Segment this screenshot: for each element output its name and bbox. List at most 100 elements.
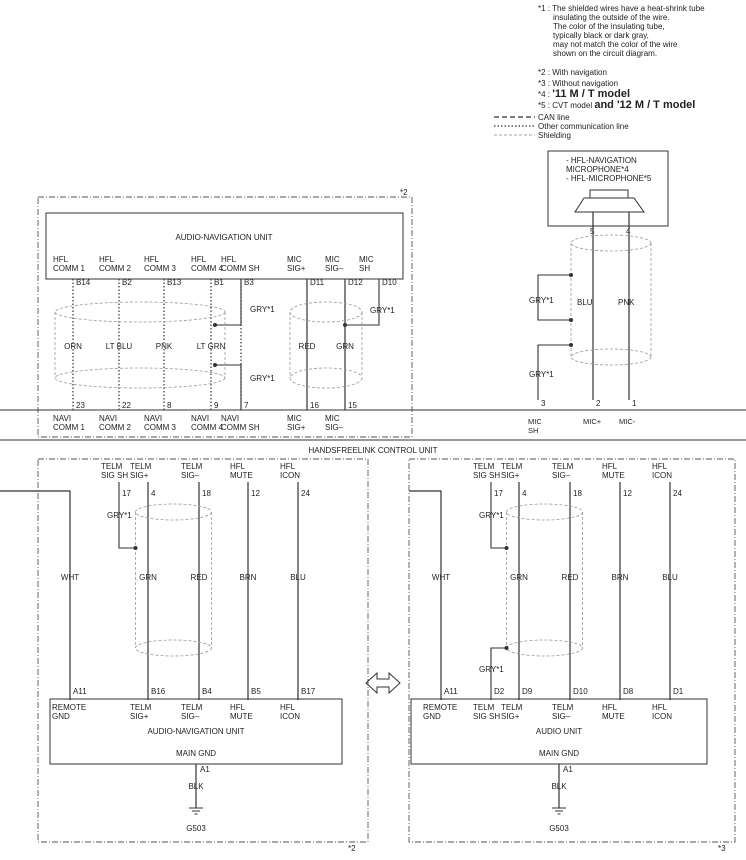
bl-unit-label-2-b: SIG– — [181, 712, 200, 721]
note-4: *4 : '11 M / T model — [538, 88, 630, 100]
top-comm-shield-top — [54, 301, 226, 323]
top-comm-shield-bottom — [54, 367, 226, 389]
top-unit-label-0-b: COMM 1 — [53, 264, 86, 273]
hfl-nav-pin-4: 7 — [244, 401, 249, 410]
note-1-line-3: The color of the insulating tube, — [553, 22, 665, 31]
right-feed-wire — [409, 490, 442, 520]
br-unit-label-2-b: SIG+ — [501, 712, 520, 721]
hfl-nav-label-0-b: COMM 1 — [53, 423, 86, 432]
swap-arrow-icon — [365, 671, 401, 695]
bl-unit-pin-1: B16 — [151, 687, 166, 696]
top-unit-pin-0: B14 — [76, 278, 91, 287]
br-telm-label-1-b: SIG+ — [501, 471, 520, 480]
left-feed-wire — [0, 490, 71, 520]
br-shield-top — [506, 503, 583, 521]
bl-telm-pin-4: 24 — [301, 489, 310, 498]
hfl-nav-pin-0: 23 — [76, 401, 85, 410]
hfl-nav-label-6: MIC — [325, 414, 340, 423]
top-unit-pin-7: D10 — [382, 278, 397, 287]
top-comm-sh-gry-upper — [215, 279, 242, 326]
nav-region-top — [37, 196, 413, 438]
hfl-nav-label-5-b: SIG+ — [287, 423, 306, 432]
hfl-nav-label-3-b: COMM 4 — [191, 423, 224, 432]
mic-gry-upper-label: GRY*1 — [529, 296, 554, 305]
hfl-title: HANDSFREELINK CONTROL UNIT — [308, 446, 437, 455]
top-comm-sh-gry-lower — [215, 364, 242, 410]
microphone-label-1: - HFL-NAVIGATION — [566, 156, 637, 165]
hfl-nav-pin-6: 15 — [348, 401, 357, 410]
br-telm-label-4-b: ICON — [652, 471, 672, 480]
br-unit-title: AUDIO UNIT — [536, 727, 582, 736]
hfl-nav-pin-1: 22 — [122, 401, 131, 410]
br-gry-upper-dot — [504, 546, 509, 550]
br-unit-pin-3: D10 — [573, 687, 588, 696]
top-unit-label-7: MIC — [359, 255, 374, 264]
top-unit-pin-6: D12 — [348, 278, 363, 287]
br-unit-label-1-b: SIG SH — [473, 712, 500, 721]
top-unit-label-1: HFL — [99, 255, 115, 264]
br-unit-label-2: TELM — [501, 703, 523, 712]
hfl-nav-label-1-b: COMM 2 — [99, 423, 132, 432]
top-comm-sh-gry-upper-label: GRY*1 — [250, 305, 275, 314]
nonav-tag-bottom: *3 — [718, 844, 726, 853]
br-telm-label-0: TELM — [473, 462, 495, 471]
br-gry-lower-label: GRY*1 — [479, 665, 504, 674]
br-unit-pin-1: D2 — [494, 687, 505, 696]
bl-unit-label-4-b: ICON — [280, 712, 300, 721]
br-telm-pin-3: 12 — [623, 489, 632, 498]
br-telm-label-1: TELM — [501, 462, 523, 471]
bl-blk-label: BLK — [188, 782, 204, 791]
bl-telm-label-0: TELM — [101, 462, 123, 471]
microphone-label-3: - HFL-MICROPHONE*5 — [566, 174, 652, 183]
br-unit-label-5-b: ICON — [652, 712, 672, 721]
br-telm-label-3-b: MUTE — [602, 471, 625, 480]
br-unit-label-3: TELM — [552, 703, 574, 712]
top-mic-shield-bottom — [289, 367, 363, 389]
bl-wire-color-2: BRN — [240, 573, 257, 582]
note-1-line-5: may not match the color of the wire — [553, 40, 678, 49]
note-2: *2 : With navigation — [538, 68, 607, 77]
top-unit-label-3-b: COMM 4 — [191, 264, 224, 273]
br-telm-label-0-b: SIG SH — [473, 471, 500, 480]
br-telm-pin-4: 24 — [673, 489, 682, 498]
bl-gnd-pin: A1 — [200, 765, 210, 774]
hfl-mic-label-1: MIC+ — [583, 417, 602, 426]
mic-shield-top — [570, 234, 652, 252]
microphone-label-2: MICROPHONE*4 — [566, 165, 629, 174]
bl-wht-label: WHT — [61, 573, 79, 582]
bl-telm-pin-0: 17 — [122, 489, 131, 498]
bl-unit-pin-0: A11 — [73, 687, 87, 696]
br-shield-bottom — [506, 639, 583, 657]
top-unit-label-5-b: SIG+ — [287, 264, 306, 273]
br-unit-label-3-b: SIG– — [552, 712, 571, 721]
hfl-mic-label-0: MIC — [528, 417, 542, 426]
legend-other: Other communication line — [538, 122, 629, 131]
top-unit-label-1-b: COMM 2 — [99, 264, 132, 273]
top-unit-label-6: MIC — [325, 255, 340, 264]
bl-unit-pin-4: B17 — [301, 687, 316, 696]
hfl-nav-label-0: NAVI — [53, 414, 71, 423]
bl-telm-pin-1: 4 — [151, 489, 156, 498]
top-unit-label-7-b: SH — [359, 264, 370, 273]
top-wire-color-4: RED — [299, 342, 316, 351]
hfl-nav-label-6-b: SIG– — [325, 423, 344, 432]
br-gry-lower — [490, 647, 507, 700]
br-unit-label-0-b: GND — [423, 712, 441, 721]
nonav-region-bottom — [408, 458, 736, 843]
note-1-line-1: *1 : The shielded wires have a heat-shri… — [538, 4, 705, 13]
br-gnd-pin: A1 — [563, 765, 573, 774]
bl-unit-label-2: TELM — [181, 703, 203, 712]
bl-shield-bottom — [135, 639, 212, 657]
br-unit-pin-0: A11 — [444, 687, 458, 696]
br-main-gnd: MAIN GND — [539, 749, 579, 758]
microphone-head — [589, 189, 629, 199]
bl-unit-label-4: HFL — [280, 703, 296, 712]
top-unit-pin-5: D11 — [310, 278, 325, 287]
top-comm-sh-gry-lower-label: GRY*1 — [250, 374, 275, 383]
top-wire-color-5: GRN — [336, 342, 354, 351]
hfl-nav-label-5: MIC — [287, 414, 302, 423]
hfl-nav-label-4-b: COMM SH — [221, 423, 260, 432]
bl-unit-label-0-b: GND — [52, 712, 70, 721]
bl-telm-label-4: HFL — [280, 462, 296, 471]
